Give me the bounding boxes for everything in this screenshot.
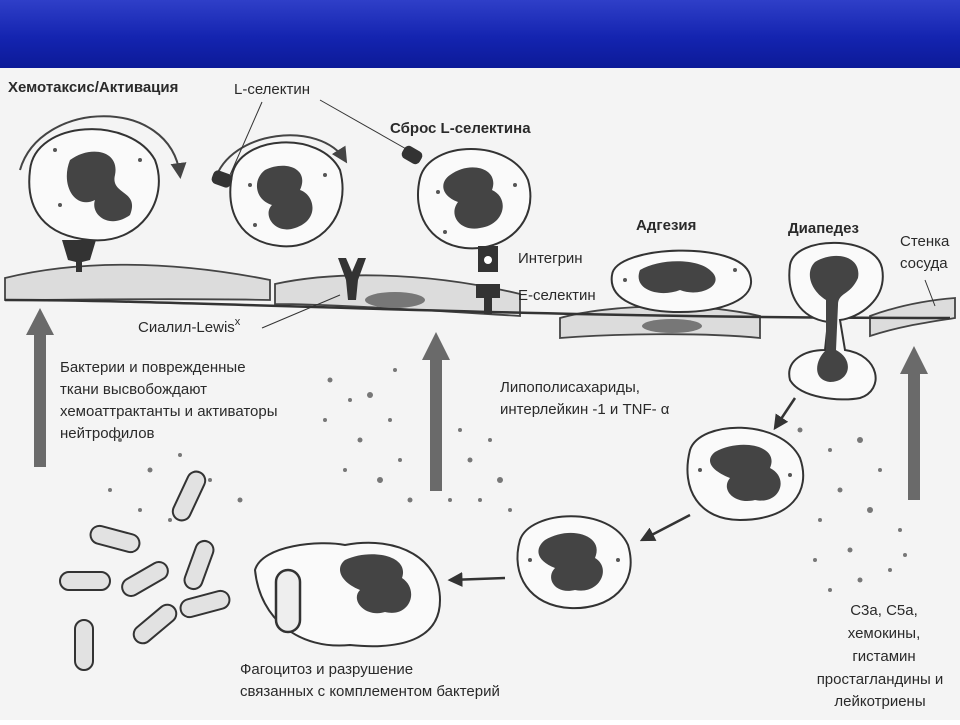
label-chemokines: хемокины, [848, 625, 921, 642]
neutrophil-cell-icon [19, 115, 187, 242]
label-diapedesis: Диапедез [788, 220, 859, 237]
label-shedding: Сброс L-селектина [390, 120, 531, 137]
label-bacteria-line-4: нейтрофилов [60, 425, 155, 442]
neutrophil-cell-icon [610, 249, 753, 314]
chemoattractant-particles [108, 368, 907, 592]
bacterium-icon [59, 571, 111, 591]
label-l-selectin: L-селектин [234, 81, 310, 98]
neutrophil-cell-icon [253, 541, 442, 648]
label-chemotaxis: Хемотаксис/Активация [8, 79, 178, 96]
label-e-selectin: Е-селектин [518, 287, 596, 304]
bacterium-icon [132, 603, 178, 645]
label-prostaglandins: простагландины и [817, 671, 944, 688]
receptor-icon [62, 240, 96, 272]
bacterium-icon [183, 539, 215, 591]
label-phagocytosis-line-2: связанных с комплементом бактерий [240, 683, 500, 700]
label-bacteria-line-2: ткани высвобождают [60, 381, 207, 398]
receptor-icon [338, 258, 366, 300]
bacterium-icon [171, 470, 207, 522]
slide-header-banner [0, 0, 960, 68]
neutrophil-cell-icon [516, 515, 632, 610]
label-lps-line-1: Липополисахариды, [500, 379, 640, 396]
label-vessel-wall-2: сосуда [900, 255, 948, 272]
label-phagocytosis-line-1: Фагоцитоз и разрушение [240, 661, 413, 678]
label-leukotrienes: лейкотриены [834, 693, 925, 710]
label-vessel-wall-1: Стенка [900, 233, 950, 250]
neutrophil-cell-icon [686, 426, 805, 522]
endothelial-nucleus-icon [642, 319, 702, 333]
neutrophil-cell-icon [401, 145, 532, 250]
label-c3a-c5a: С3а, С5а, [850, 602, 918, 619]
label-integrin: Интегрин [518, 250, 583, 267]
neutrophil-cell-icon [211, 134, 348, 248]
endothelial-nucleus-icon [365, 292, 425, 308]
leukocyte-extravasation-diagram: Хемотаксис/Активация L-селектин Сброс L-… [4, 79, 956, 710]
chemoattractant-gradient-arrows [26, 308, 928, 500]
bacterium-icon [274, 568, 302, 634]
bacterium-icon [89, 524, 141, 554]
label-lps-line-2: интерлейкин -1 и TNF- α [500, 401, 670, 418]
bacterium-icon [121, 561, 169, 597]
migration-arrows [447, 397, 797, 588]
diagram-area: Хемотаксис/Активация L-селектин Сброс L-… [0, 68, 960, 720]
neutrophil-cell-icon [788, 241, 884, 401]
bacterium-icon [74, 619, 94, 671]
label-sialyl-lewis: Сиалил-Lewisx [138, 316, 241, 336]
label-bacteria-line-1: Бактерии и поврежденные [60, 359, 246, 376]
leader-lines [229, 99, 936, 329]
bacteria-group [59, 470, 231, 671]
integrin-receptor-icon [476, 246, 500, 314]
label-histamine: гистамин [852, 648, 915, 665]
label-bacteria-line-3: хемоаттрактанты и активаторы [60, 403, 278, 420]
label-adhesion: Адгезия [636, 217, 696, 234]
vessel-wall [4, 263, 956, 339]
bacterium-icon [179, 589, 231, 619]
